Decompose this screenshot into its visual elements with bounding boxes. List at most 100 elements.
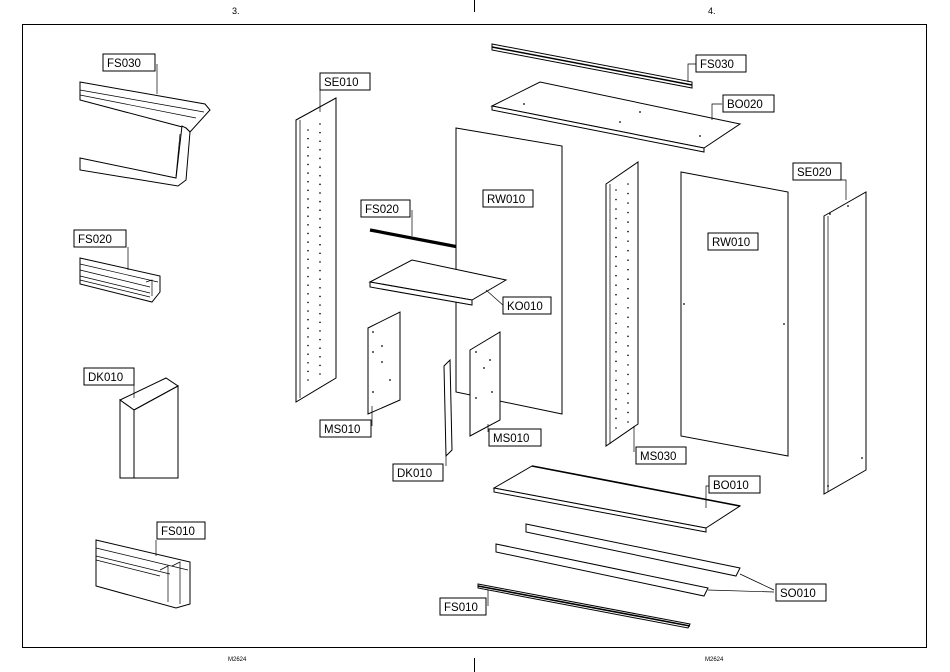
drill-hole xyxy=(319,166,321,168)
drill-hole xyxy=(615,427,617,429)
drill-hole xyxy=(319,287,321,289)
drill-hole xyxy=(319,270,321,272)
drill-hole xyxy=(307,233,309,235)
drill-hole xyxy=(319,261,321,263)
drill-hole xyxy=(307,259,309,261)
svg-text:FS020: FS020 xyxy=(78,234,112,246)
drill-hole xyxy=(627,326,629,328)
drill-hole xyxy=(319,209,321,211)
drill-hole xyxy=(627,393,629,395)
drill-hole xyxy=(307,250,309,252)
drill-hole xyxy=(615,294,617,296)
drill-hole xyxy=(319,132,321,134)
svg-text:FS020: FS020 xyxy=(365,204,399,216)
leader-so010 xyxy=(708,574,774,592)
drill-hole xyxy=(307,129,309,131)
drill-hole xyxy=(615,361,617,363)
drill-hole xyxy=(307,284,309,286)
drill-hole xyxy=(615,265,617,267)
drill-hole xyxy=(615,208,617,210)
drill-hole xyxy=(319,140,321,142)
drill-hole xyxy=(307,241,309,243)
drill-hole xyxy=(627,374,629,376)
drill-hole xyxy=(627,336,629,338)
drill-hole xyxy=(615,189,617,191)
drill-hole xyxy=(307,146,309,148)
detail-fs030-profile xyxy=(80,82,210,186)
detail-fs020-rail xyxy=(80,258,160,302)
drill-hole xyxy=(307,319,309,321)
drill-hole xyxy=(307,138,309,140)
drill-hole xyxy=(627,269,629,271)
svg-text:SO010: SO010 xyxy=(780,588,816,600)
drill-hole xyxy=(319,347,321,349)
drill-hole xyxy=(615,237,617,239)
drill-hole xyxy=(627,221,629,223)
leader-se020 xyxy=(840,180,846,200)
svg-text:FS030: FS030 xyxy=(107,58,141,70)
label-ms030: MS030 xyxy=(636,447,686,464)
drill-hole xyxy=(615,227,617,229)
drill-hole xyxy=(307,198,309,200)
drill-hole xyxy=(627,259,629,261)
drill-hole xyxy=(319,321,321,323)
drill-hole xyxy=(627,402,629,404)
svg-text:KO010: KO010 xyxy=(507,301,543,313)
drill-hole xyxy=(615,380,617,382)
drill-hole xyxy=(307,164,309,166)
drill-hole xyxy=(319,253,321,255)
part-ms030-middle-panel xyxy=(606,162,638,446)
drill-hole xyxy=(307,155,309,157)
drill-hole xyxy=(319,313,321,315)
drill-hole xyxy=(307,215,309,217)
svg-text:MS010: MS010 xyxy=(324,424,360,436)
svg-text:MS030: MS030 xyxy=(640,451,676,463)
drill-hole xyxy=(615,246,617,248)
drill-hole xyxy=(319,296,321,298)
svg-text:SE020: SE020 xyxy=(797,167,832,179)
part-bo010-bottom-panel xyxy=(494,466,740,532)
svg-text:SE010: SE010 xyxy=(324,77,359,89)
drill-hole xyxy=(627,193,629,195)
drill-hole xyxy=(615,389,617,391)
drill-hole xyxy=(627,345,629,347)
drill-hole xyxy=(319,278,321,280)
drill-hole xyxy=(319,339,321,341)
part-fs030-rail xyxy=(492,44,692,88)
drill-hole xyxy=(627,240,629,242)
drill-hole xyxy=(627,364,629,366)
drill-hole xyxy=(615,313,617,315)
drill-hole xyxy=(627,278,629,280)
drill-hole xyxy=(307,276,309,278)
drill-hole xyxy=(307,302,309,304)
drill-hole xyxy=(627,383,629,385)
drill-hole xyxy=(615,322,617,324)
svg-text:BO020: BO020 xyxy=(727,99,763,111)
drill-hole xyxy=(307,181,309,183)
drill-hole xyxy=(319,184,321,186)
label-detail-dk010: DK010 xyxy=(84,368,134,385)
drill-hole xyxy=(627,421,629,423)
drill-hole xyxy=(307,371,309,373)
part-so010-plinth-b xyxy=(496,544,708,596)
drill-hole xyxy=(307,207,309,209)
drill-hole xyxy=(319,235,321,237)
drill-hole xyxy=(615,284,617,286)
drill-hole xyxy=(627,183,629,185)
label-fs030: FS030 xyxy=(696,55,746,72)
drill-hole xyxy=(307,190,309,192)
label-bo010: BO010 xyxy=(709,476,760,493)
drill-hole xyxy=(307,362,309,364)
label-rw010-back: RW010 xyxy=(483,190,533,207)
part-se010-side-panel xyxy=(296,98,336,402)
drill-hole xyxy=(615,370,617,372)
drill-hole xyxy=(615,342,617,344)
svg-text:FS030: FS030 xyxy=(700,59,734,71)
label-detail-fs020: FS020 xyxy=(74,230,126,247)
drill-hole xyxy=(615,218,617,220)
drill-hole xyxy=(319,330,321,332)
drill-hole xyxy=(627,212,629,214)
drill-hole xyxy=(615,332,617,334)
svg-text:MS010: MS010 xyxy=(493,433,529,445)
